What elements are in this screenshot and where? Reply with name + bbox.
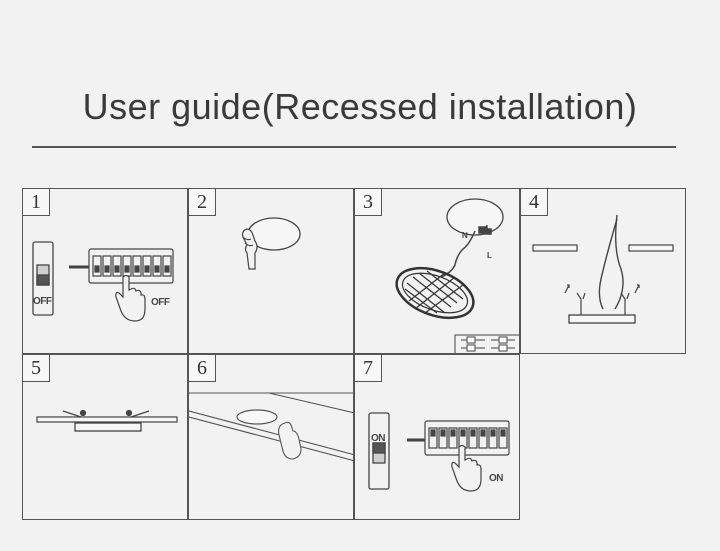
- light-fixture-icon: [446, 198, 504, 236]
- step-5-illustration: [36, 409, 178, 432]
- step-7-number: 7: [355, 355, 382, 382]
- switch-panel-icon: [407, 420, 510, 456]
- hand-holding-icon: [241, 228, 258, 270]
- title-divider: [32, 146, 676, 148]
- step-6-panel: 6: [188, 354, 354, 520]
- step-3-illustration: [395, 198, 519, 353]
- panel-light-icon: [568, 314, 636, 324]
- step-5-panel: 5: [22, 354, 188, 520]
- step-6-number: 6: [189, 355, 216, 382]
- breaker-box-icon: [368, 412, 390, 490]
- step-7-illustration: [368, 412, 510, 492]
- ceiling-perspective-icon: [189, 392, 353, 462]
- switch-on-label: ON: [489, 473, 504, 484]
- spring-clip-icon: [564, 284, 640, 315]
- cable-icon: [598, 214, 624, 310]
- step-1-panel: 1 OFF OFF: [22, 188, 188, 354]
- step-6-illustration: [189, 392, 353, 462]
- step-4-number: 4: [521, 189, 548, 216]
- breaker-off-label: OFF: [33, 296, 52, 307]
- page-title: User guide(Recessed installation): [82, 86, 638, 127]
- hand-icon: [115, 274, 146, 322]
- spring-clip-icon: [62, 409, 150, 418]
- hand-icon: [451, 444, 482, 492]
- breaker-box-icon: [32, 241, 54, 316]
- switch-off-label: OFF: [151, 297, 170, 308]
- step-7-panel: 7 ON ON: [354, 354, 520, 520]
- step-2-panel: 2: [188, 188, 354, 354]
- wiring-diagram-inset: [454, 334, 519, 353]
- step-2-number: 2: [189, 189, 216, 216]
- step-1-number: 1: [23, 189, 50, 216]
- ceiling-line-icon: [36, 416, 178, 423]
- step-3-number: 3: [355, 189, 382, 216]
- step-4-panel: 4: [520, 188, 686, 354]
- step-2-illustration: [241, 217, 301, 270]
- driver-grille-icon: [395, 266, 475, 320]
- step-5-number: 5: [23, 355, 50, 382]
- hand-icon: [278, 421, 302, 460]
- breaker-on-label: ON: [371, 433, 386, 444]
- step-3-panel: 3 N L: [354, 188, 520, 354]
- wire-connector-icon: [440, 224, 492, 278]
- switch-panel-icon: [69, 248, 174, 284]
- step-1-illustration: [32, 241, 174, 322]
- step-4-illustration: [532, 214, 674, 324]
- live-wire-label: L: [487, 251, 492, 260]
- light-fixture-icon: [236, 409, 278, 425]
- ceiling-cutout-icon: [532, 244, 674, 252]
- panel-light-icon: [74, 422, 142, 432]
- neutral-wire-label: N: [462, 231, 468, 240]
